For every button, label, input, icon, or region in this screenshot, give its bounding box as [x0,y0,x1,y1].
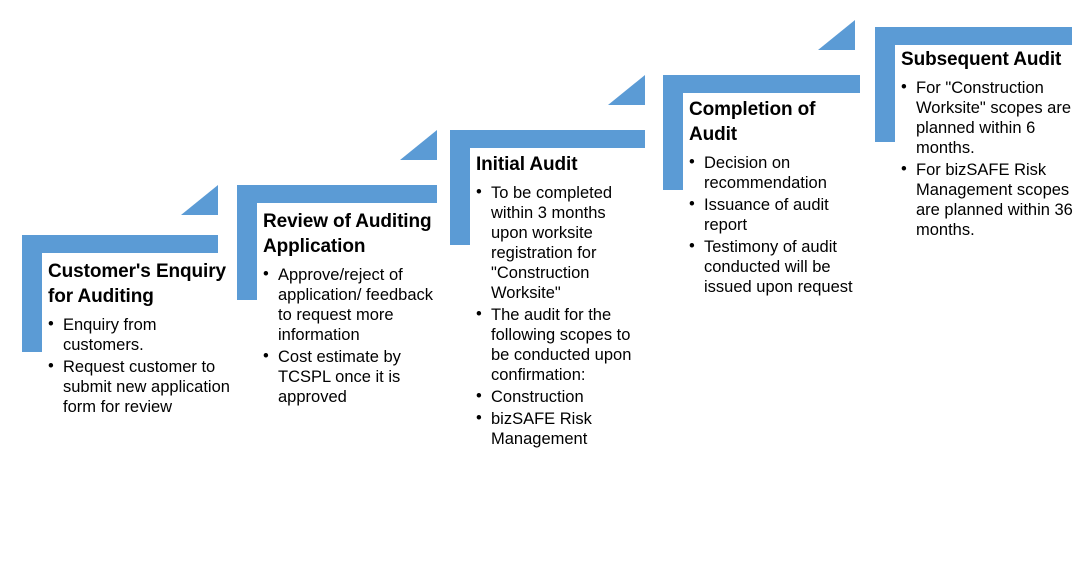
step-4-title: Completion of Audit [689,99,816,145]
step-4-bullet-list: Decision on recommendation Issuance of a… [689,152,861,297]
step-3-title: Initial Audit [476,154,578,175]
step-2-top-bar [237,185,437,203]
step-4-top-bar [663,75,860,93]
list-item: Issuance of audit report [689,194,861,235]
step-4-content: Completion of Audit Decision on recommen… [689,97,861,299]
process-step-3: Initial Audit To be completed within 3 m… [450,130,640,460]
step-1-top-bar [22,235,218,253]
list-item: Decision on recommendation [689,152,861,193]
step-1-content: Customer's Enquiry for Auditing Enquiry … [48,259,230,419]
step-1-title: Customer's Enquiry for Auditing [48,261,226,307]
staircase-diagram: Customer's Enquiry for Auditing Enquiry … [0,0,1092,483]
list-item: The audit for the following scopes to be… [476,304,644,385]
list-item: Enquiry from customers. [48,314,230,355]
process-step-5: Subsequent Audit For "Construction Works… [875,27,1073,247]
step-5-content: Subsequent Audit For "Construction Works… [901,47,1079,242]
riser-tread-3-4 [608,130,645,148]
riser-triangle-4-5 [818,20,855,50]
step-3-content: Initial Audit To be completed within 3 m… [476,152,644,451]
list-item: To be completed within 3 months upon wor… [476,182,644,303]
list-item: For bizSAFE Risk Management scopes are p… [901,159,1079,240]
riser-tread-2-3 [400,185,437,203]
riser-tread-4-5 [818,75,855,93]
riser-tread-1-2 [181,235,218,253]
step-5-title: Subsequent Audit [901,49,1062,70]
riser-triangle-1-2 [181,185,218,215]
step-5-bullet-list: For "Construction Worksite" scopes are p… [901,77,1079,240]
step-2-bullet-list: Approve/reject of application/ feedback … [263,264,443,407]
list-item: bizSAFE Risk Management [476,408,644,449]
list-item: Testimony of audit conducted will be iss… [689,236,861,297]
step-3-bullet-list: To be completed within 3 months upon wor… [476,182,644,449]
step-2-title: Review of Auditing Application [263,211,432,257]
step-1-bullet-list: Enquiry from customers. Request customer… [48,314,230,417]
list-item: Approve/reject of application/ feedback … [263,264,443,345]
riser-triangle-3-4 [608,75,645,105]
list-item: Construction [476,386,644,407]
process-step-4: Completion of Audit Decision on recommen… [663,75,860,315]
step-4-left-bar [663,75,683,190]
step-1-left-bar [22,235,42,352]
process-step-2: Review of Auditing Application Approve/r… [237,185,437,475]
step-2-content: Review of Auditing Application Approve/r… [263,209,443,409]
list-item: Request customer to submit new applicati… [48,356,230,417]
riser-triangle-2-3 [400,130,437,160]
step-3-left-bar [450,130,470,245]
step-3-top-bar [450,130,640,148]
step-2-left-bar [237,185,257,300]
list-item: For "Construction Worksite" scopes are p… [901,77,1079,158]
step-5-left-bar [875,27,895,142]
step-5-top-bar [875,27,1072,45]
list-item: Cost estimate by TCSPL once it is approv… [263,346,443,407]
process-step-1: Customer's Enquiry for Auditing Enquiry … [22,235,230,575]
